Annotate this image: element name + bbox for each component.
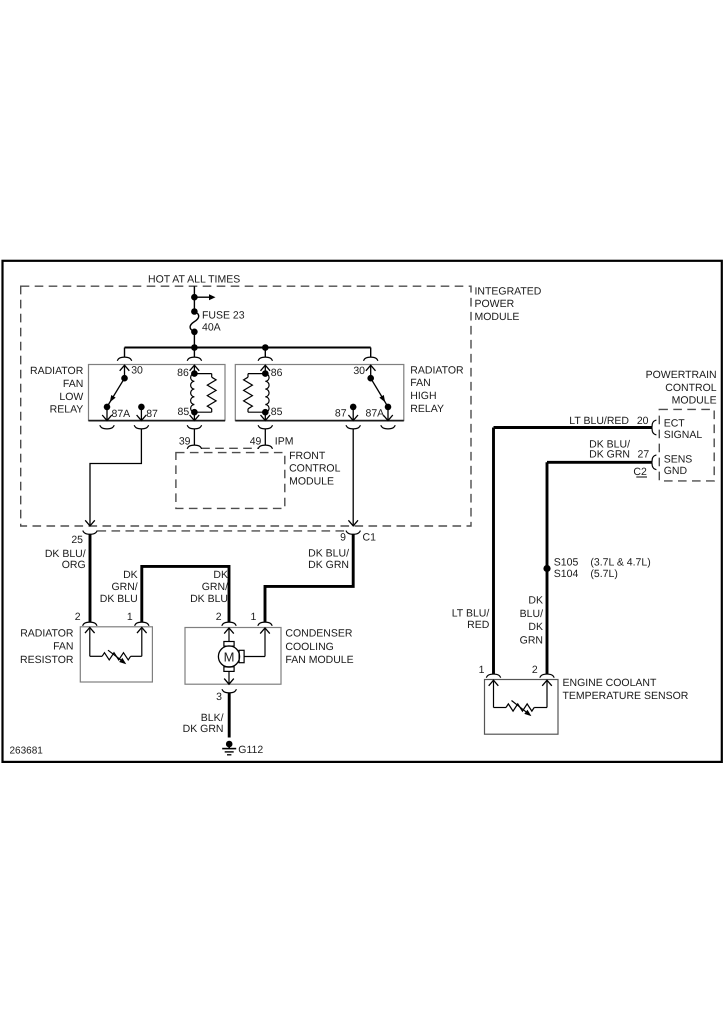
- svg-text:GRN: GRN: [520, 634, 543, 646]
- svg-text:LT BLU/RED: LT BLU/RED: [569, 415, 629, 427]
- svg-text:(3.7L & 4.7L): (3.7L & 4.7L): [590, 557, 650, 569]
- svg-text:CONTROL: CONTROL: [289, 463, 340, 475]
- svg-text:POWER: POWER: [475, 298, 515, 310]
- svg-text:GRN/: GRN/: [111, 581, 137, 593]
- svg-text:S104: S104: [554, 568, 579, 580]
- svg-text:1: 1: [250, 611, 256, 623]
- svg-text:DK: DK: [528, 595, 543, 607]
- svg-text:RESISTOR: RESISTOR: [20, 654, 74, 666]
- svg-text:87A: 87A: [112, 408, 131, 420]
- svg-text:G112: G112: [238, 744, 263, 756]
- svg-text:CONTROL: CONTROL: [665, 382, 716, 394]
- svg-text:20: 20: [637, 415, 649, 427]
- svg-text:IPM: IPM: [275, 435, 294, 447]
- svg-text:RELAY: RELAY: [410, 403, 444, 415]
- svg-text:LOW: LOW: [59, 391, 83, 403]
- svg-text:C2: C2: [633, 466, 647, 478]
- svg-text:85: 85: [178, 406, 190, 418]
- svg-text:FRONT: FRONT: [289, 450, 326, 462]
- svg-text:RED: RED: [467, 619, 490, 631]
- svg-text:SENS: SENS: [664, 453, 693, 465]
- svg-text:3: 3: [216, 691, 222, 703]
- svg-text:263681: 263681: [10, 746, 44, 757]
- svg-text:BLU/: BLU/: [520, 608, 543, 620]
- svg-text:ENGINE COOLANT: ENGINE COOLANT: [563, 677, 658, 689]
- svg-text:87: 87: [146, 408, 158, 420]
- svg-text:MODULE: MODULE: [475, 311, 520, 323]
- svg-text:LT BLU/: LT BLU/: [452, 607, 490, 619]
- svg-text:86: 86: [271, 367, 283, 379]
- svg-text:1: 1: [479, 664, 485, 676]
- svg-text:2: 2: [75, 611, 81, 623]
- svg-text:30: 30: [353, 365, 365, 377]
- svg-text:INTEGRATED: INTEGRATED: [475, 286, 542, 298]
- svg-text:DK BLU: DK BLU: [190, 593, 228, 605]
- svg-text:FAN: FAN: [53, 641, 73, 653]
- svg-text:DK BLU/: DK BLU/: [45, 548, 86, 560]
- svg-text:DK: DK: [528, 621, 543, 633]
- svg-text:40A: 40A: [202, 321, 221, 333]
- svg-text:GND: GND: [664, 465, 688, 477]
- svg-text:25: 25: [71, 534, 83, 546]
- svg-text:MODULE: MODULE: [289, 475, 334, 487]
- svg-text:(5.7L): (5.7L): [590, 568, 617, 580]
- svg-text:CONDENSER: CONDENSER: [285, 628, 353, 640]
- svg-text:1: 1: [127, 611, 133, 623]
- svg-text:2: 2: [532, 664, 538, 676]
- svg-text:27: 27: [638, 449, 650, 461]
- svg-text:39: 39: [179, 435, 191, 447]
- svg-text:30: 30: [131, 365, 143, 377]
- svg-text:86: 86: [177, 367, 189, 379]
- svg-text:FAN: FAN: [63, 378, 83, 390]
- svg-text:COOLING: COOLING: [285, 641, 333, 653]
- svg-text:ECT: ECT: [664, 417, 686, 429]
- svg-text:FAN MODULE: FAN MODULE: [285, 654, 353, 666]
- svg-text:DK GRN: DK GRN: [183, 723, 224, 735]
- svg-text:HIGH: HIGH: [410, 390, 436, 402]
- svg-text:87: 87: [335, 407, 347, 419]
- svg-text:POWERTRAIN: POWERTRAIN: [646, 369, 717, 381]
- svg-text:DK BLU: DK BLU: [100, 593, 138, 605]
- svg-text:GRN/: GRN/: [202, 581, 228, 593]
- svg-text:RELAY: RELAY: [50, 404, 84, 416]
- svg-text:87A: 87A: [366, 407, 385, 419]
- svg-text:RADIATOR: RADIATOR: [410, 364, 464, 376]
- svg-text:FUSE 23: FUSE 23: [202, 309, 245, 321]
- svg-text:49: 49: [250, 435, 262, 447]
- svg-text:DK BLU/: DK BLU/: [589, 438, 630, 450]
- svg-text:2: 2: [216, 611, 222, 623]
- svg-text:DK BLU/: DK BLU/: [308, 547, 349, 559]
- svg-text:FAN: FAN: [410, 377, 430, 389]
- svg-text:RADIATOR: RADIATOR: [20, 627, 74, 639]
- svg-text:DK GRN: DK GRN: [589, 449, 630, 461]
- svg-text:SIGNAL: SIGNAL: [664, 429, 703, 441]
- svg-text:M: M: [224, 649, 235, 664]
- svg-text:DK: DK: [213, 569, 228, 581]
- svg-text:DK GRN: DK GRN: [308, 559, 349, 571]
- svg-text:9: 9: [340, 531, 346, 543]
- svg-text:C1: C1: [363, 531, 377, 543]
- svg-text:S105: S105: [554, 557, 579, 569]
- svg-text:85: 85: [271, 406, 283, 418]
- svg-text:BLK/: BLK/: [201, 712, 224, 724]
- svg-text:ORG: ORG: [62, 559, 86, 571]
- svg-text:DK: DK: [123, 569, 138, 581]
- svg-text:TEMPERATURE SENSOR: TEMPERATURE SENSOR: [563, 690, 689, 702]
- svg-text:RADIATOR: RADIATOR: [30, 365, 84, 377]
- svg-text:MODULE: MODULE: [672, 394, 717, 406]
- svg-text:HOT AT ALL TIMES: HOT AT ALL TIMES: [148, 274, 240, 286]
